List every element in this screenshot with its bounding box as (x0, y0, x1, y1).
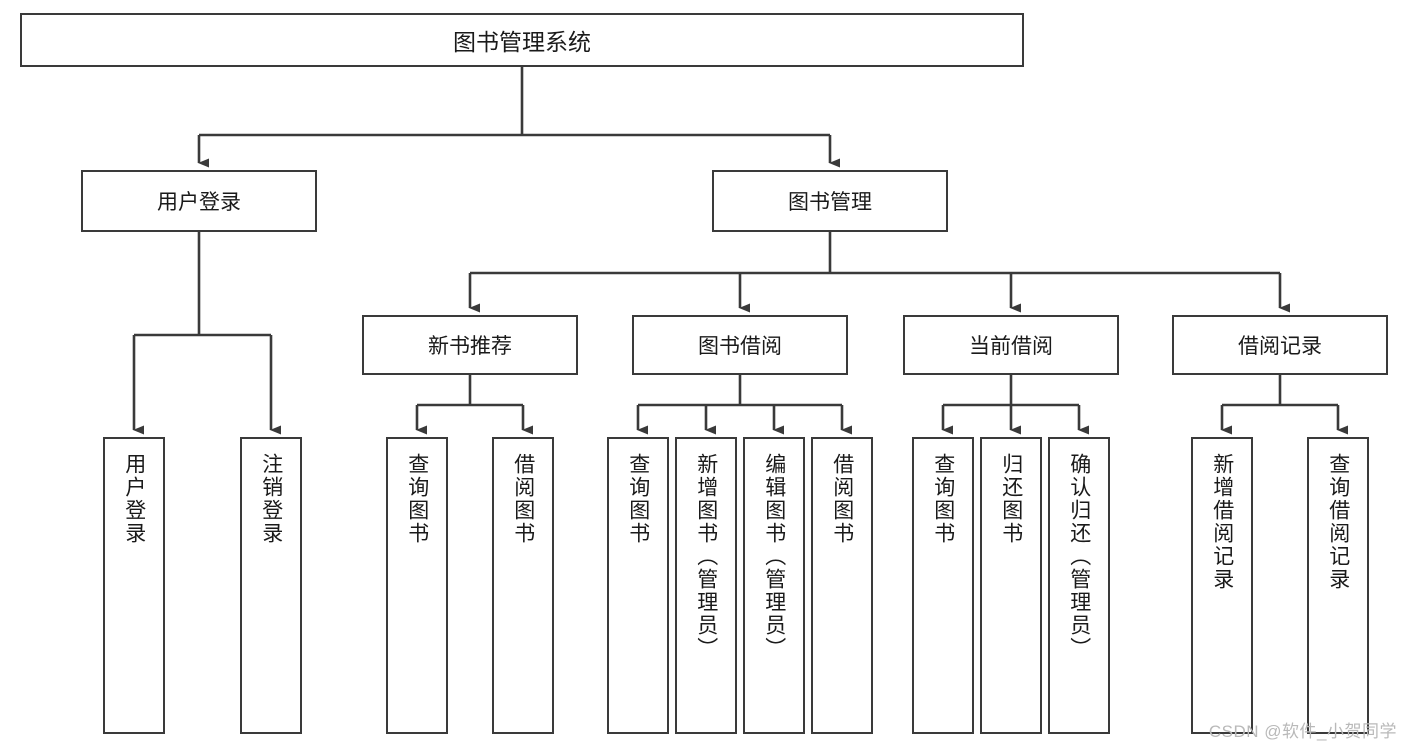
node-leaf-add-book[interactable]: 新增图书（管理员） (675, 437, 737, 734)
node-user-login-label: 用户登录 (157, 191, 241, 214)
node-leaf-edit-book-label: 编辑图书（管理员） (762, 453, 786, 660)
node-leaf-query-book-2-label: 查询图书 (626, 453, 650, 545)
node-leaf-borrow-book-2[interactable]: 借阅图书 (811, 437, 873, 734)
node-leaf-borrow-book-1-label: 借阅图书 (511, 453, 535, 545)
node-leaf-confirm-return-label: 确认归还（管理员） (1067, 453, 1091, 660)
csdn-watermark: CSDN @软件_小贺同学 (1208, 722, 1397, 741)
node-leaf-query-book-3-label: 查询图书 (931, 453, 955, 545)
node-leaf-borrow-book-1[interactable]: 借阅图书 (492, 437, 554, 734)
node-leaf-user-login-label: 用户登录 (122, 453, 146, 545)
node-leaf-query-book-2[interactable]: 查询图书 (607, 437, 669, 734)
node-leaf-confirm-return[interactable]: 确认归还（管理员） (1048, 437, 1110, 734)
node-borrow-record[interactable]: 借阅记录 (1172, 315, 1388, 375)
node-leaf-logout-login[interactable]: 注销登录 (240, 437, 302, 734)
node-new-book-recommend-label: 新书推荐 (428, 335, 512, 358)
node-borrow-record-label: 借阅记录 (1238, 335, 1322, 358)
node-new-book-recommend[interactable]: 新书推荐 (362, 315, 578, 375)
node-leaf-query-book-3[interactable]: 查询图书 (912, 437, 974, 734)
node-leaf-query-record[interactable]: 查询借阅记录 (1307, 437, 1369, 734)
node-root[interactable]: 图书管理系统 (20, 13, 1024, 67)
node-root-label: 图书管理系统 (453, 29, 591, 55)
node-leaf-borrow-book-2-label: 借阅图书 (830, 453, 854, 545)
node-leaf-add-record-label: 新增借阅记录 (1210, 453, 1234, 591)
node-leaf-query-record-label: 查询借阅记录 (1326, 453, 1350, 591)
node-leaf-user-login[interactable]: 用户登录 (103, 437, 165, 734)
node-book-borrow[interactable]: 图书借阅 (632, 315, 848, 375)
node-leaf-return-book-label: 归还图书 (999, 453, 1023, 545)
node-leaf-query-book-1-label: 查询图书 (405, 453, 429, 545)
node-current-borrow[interactable]: 当前借阅 (903, 315, 1119, 375)
node-book-borrow-label: 图书借阅 (698, 335, 782, 358)
node-current-borrow-label: 当前借阅 (969, 335, 1053, 358)
node-book-management[interactable]: 图书管理 (712, 170, 948, 232)
node-leaf-add-book-label: 新增图书（管理员） (694, 453, 718, 660)
node-leaf-add-record[interactable]: 新增借阅记录 (1191, 437, 1253, 734)
node-leaf-logout-login-label: 注销登录 (259, 453, 283, 545)
node-book-management-label: 图书管理 (788, 191, 872, 214)
node-leaf-query-book-1[interactable]: 查询图书 (386, 437, 448, 734)
node-leaf-return-book[interactable]: 归还图书 (980, 437, 1042, 734)
node-leaf-edit-book[interactable]: 编辑图书（管理员） (743, 437, 805, 734)
node-user-login[interactable]: 用户登录 (81, 170, 317, 232)
